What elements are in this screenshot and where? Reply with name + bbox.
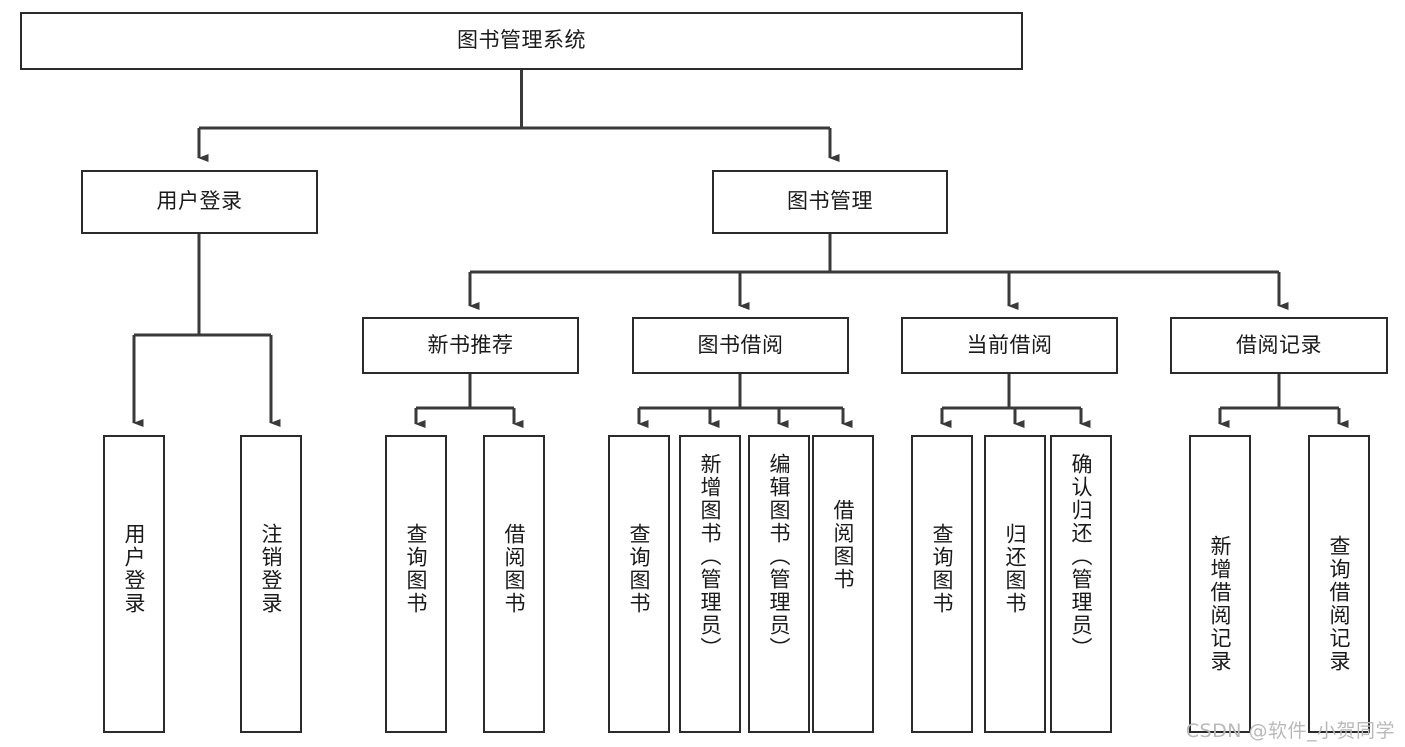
node-root[interactable]: 图书管理系统: [20, 12, 1023, 70]
node-leaf-return-book[interactable]: 归还图书: [984, 435, 1046, 733]
node-leaf-borrow-book[interactable]: 借阅图书: [812, 435, 874, 733]
node-new-book-rec[interactable]: 新书推荐: [362, 317, 579, 374]
node-leaf-edit-book[interactable]: 编辑图书（管理员）: [748, 435, 810, 733]
node-book-borrow-label: 图书借阅: [697, 332, 784, 357]
node-leaf-query-book-cur[interactable]: 查询图书: [911, 435, 973, 733]
node-book-manage[interactable]: 图书管理: [712, 170, 948, 234]
node-leaf-query-borrow-record[interactable]: 查询借阅记录: [1308, 435, 1370, 733]
node-leaf-add-book-label: 新增图书（管理员）: [698, 453, 723, 660]
node-leaf-query-book-rec[interactable]: 查询图书: [385, 435, 447, 733]
node-leaf-query-book-rec-label: 查询图书: [404, 523, 429, 615]
node-current-borrow[interactable]: 当前借阅: [901, 317, 1118, 374]
node-leaf-add-book[interactable]: 新增图书（管理员）: [679, 435, 741, 733]
node-current-borrow-label: 当前借阅: [966, 332, 1053, 357]
node-book-borrow[interactable]: 图书借阅: [632, 317, 849, 374]
node-root-label: 图书管理系统: [457, 28, 586, 53]
node-leaf-edit-book-label: 编辑图书（管理员）: [767, 453, 792, 660]
node-borrow-record[interactable]: 借阅记录: [1170, 317, 1388, 374]
node-leaf-query-borrow-record-label: 查询借阅记录: [1327, 535, 1352, 673]
node-leaf-user-logout-label: 注销登录: [259, 523, 284, 615]
node-leaf-query-book-borrow-label: 查询图书: [627, 523, 652, 615]
node-leaf-user-login[interactable]: 用户登录: [103, 435, 165, 733]
node-user-login[interactable]: 用户登录: [81, 170, 318, 234]
node-leaf-add-borrow-record[interactable]: 新增借阅记录: [1189, 435, 1251, 733]
node-leaf-add-borrow-record-label: 新增借阅记录: [1208, 535, 1233, 673]
node-leaf-borrow-book-rec[interactable]: 借阅图书: [483, 435, 545, 733]
csdn-watermark: CSDN @软件_小贺同学: [1185, 720, 1395, 742]
node-user-login-label: 用户登录: [156, 189, 243, 214]
node-new-book-rec-label: 新书推荐: [427, 332, 514, 357]
node-borrow-record-label: 借阅记录: [1236, 332, 1322, 357]
node-leaf-confirm-return-label: 确认归还（管理员）: [1069, 453, 1094, 660]
node-leaf-return-book-label: 归还图书: [1003, 523, 1028, 615]
node-book-manage-label: 图书管理: [787, 189, 873, 214]
node-leaf-user-logout[interactable]: 注销登录: [240, 435, 302, 733]
node-leaf-user-login-label: 用户登录: [122, 523, 147, 615]
node-leaf-confirm-return[interactable]: 确认归还（管理员）: [1050, 435, 1112, 733]
node-leaf-borrow-book-rec-label: 借阅图书: [502, 523, 527, 615]
node-leaf-query-book-borrow[interactable]: 查询图书: [608, 435, 670, 733]
node-leaf-borrow-book-label: 借阅图书: [831, 499, 856, 591]
node-leaf-query-book-cur-label: 查询图书: [930, 523, 955, 615]
